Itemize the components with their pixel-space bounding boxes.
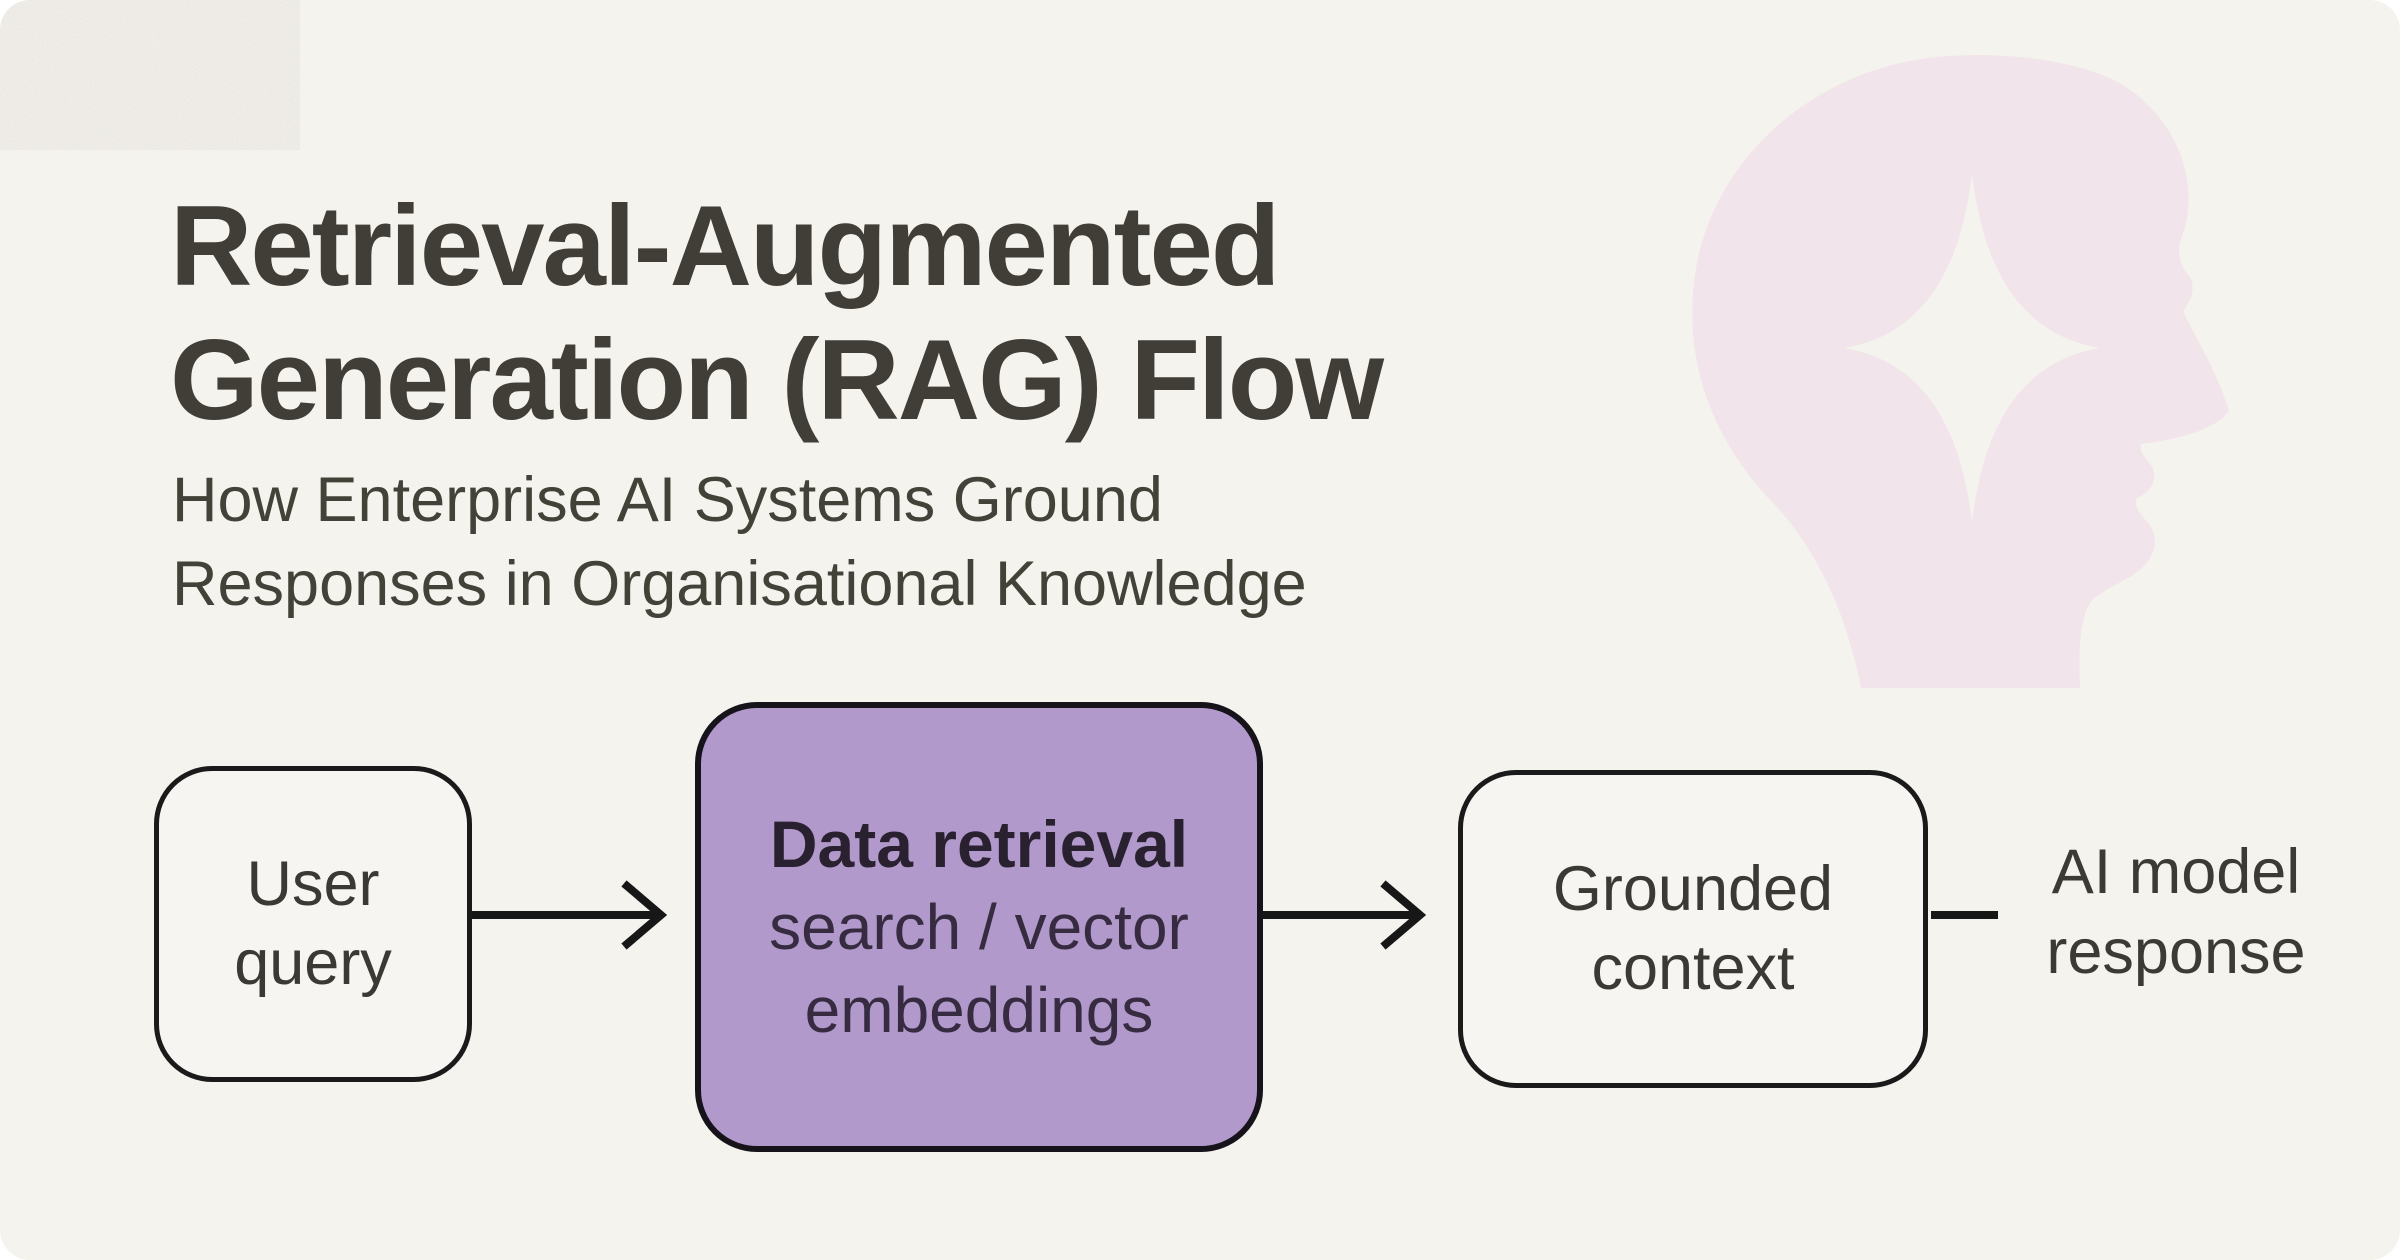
page-title: Retrieval-Augmented Generation (RAG) Flo…: [170, 183, 1384, 444]
node-label: Grounded context: [1552, 853, 1834, 1003]
flow-node-user-query: User query: [154, 766, 472, 1082]
paper-grain-texture: [0, 0, 300, 150]
node-label: User query: [234, 848, 392, 998]
node-title: Data retrieval: [769, 806, 1189, 881]
page-subtitle: How Enterprise AI Systems Ground Respons…: [172, 465, 1307, 619]
arrow-icon: [472, 880, 668, 950]
arrow-icon: [1263, 880, 1427, 950]
head-profile-icon: [1692, 55, 2229, 689]
node-subtitle: search / vector embeddings: [769, 891, 1189, 1047]
flow-node-data-retrieval: Data retrieval search / vector embedding…: [695, 702, 1263, 1152]
flow-node-grounded-context: Grounded context: [1458, 770, 1928, 1088]
head-sparkle-graphic: [1692, 55, 2229, 689]
flow-node-ai-model-response: AI model response: [2046, 837, 2306, 987]
